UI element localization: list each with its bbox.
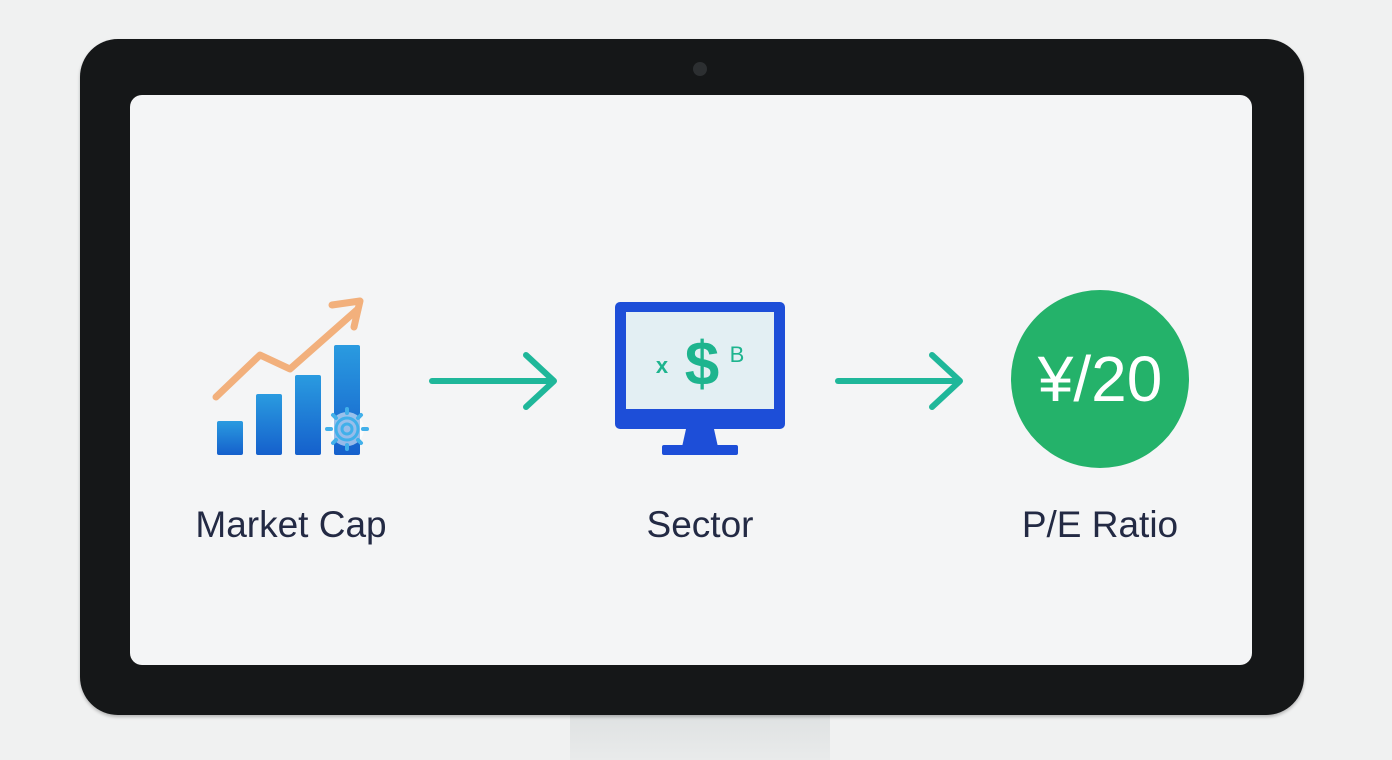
svg-text:x: x [656,353,669,378]
svg-text:B: B [730,342,745,367]
yen-price-badge-icon: ¥/20 [1011,290,1189,468]
svg-text:$: $ [685,330,719,399]
step-label-sector: Sector [646,504,754,545]
monitor-dollar-icon: x $ B [615,302,785,455]
webcam-dot [693,62,707,76]
growth-bar-chart-icon [212,297,369,455]
monitor-screen: x $ B ¥/20 Market Cap Sector P/E Ratio [130,95,1252,665]
step-label-pe-ratio: P/E Ratio [1021,504,1179,545]
flow-arrow-right-icon [429,352,557,410]
flow-arrow-right-icon [835,352,963,410]
step-label-market-cap: Market Cap [195,504,387,545]
badge-text: ¥/20 [1037,343,1163,415]
